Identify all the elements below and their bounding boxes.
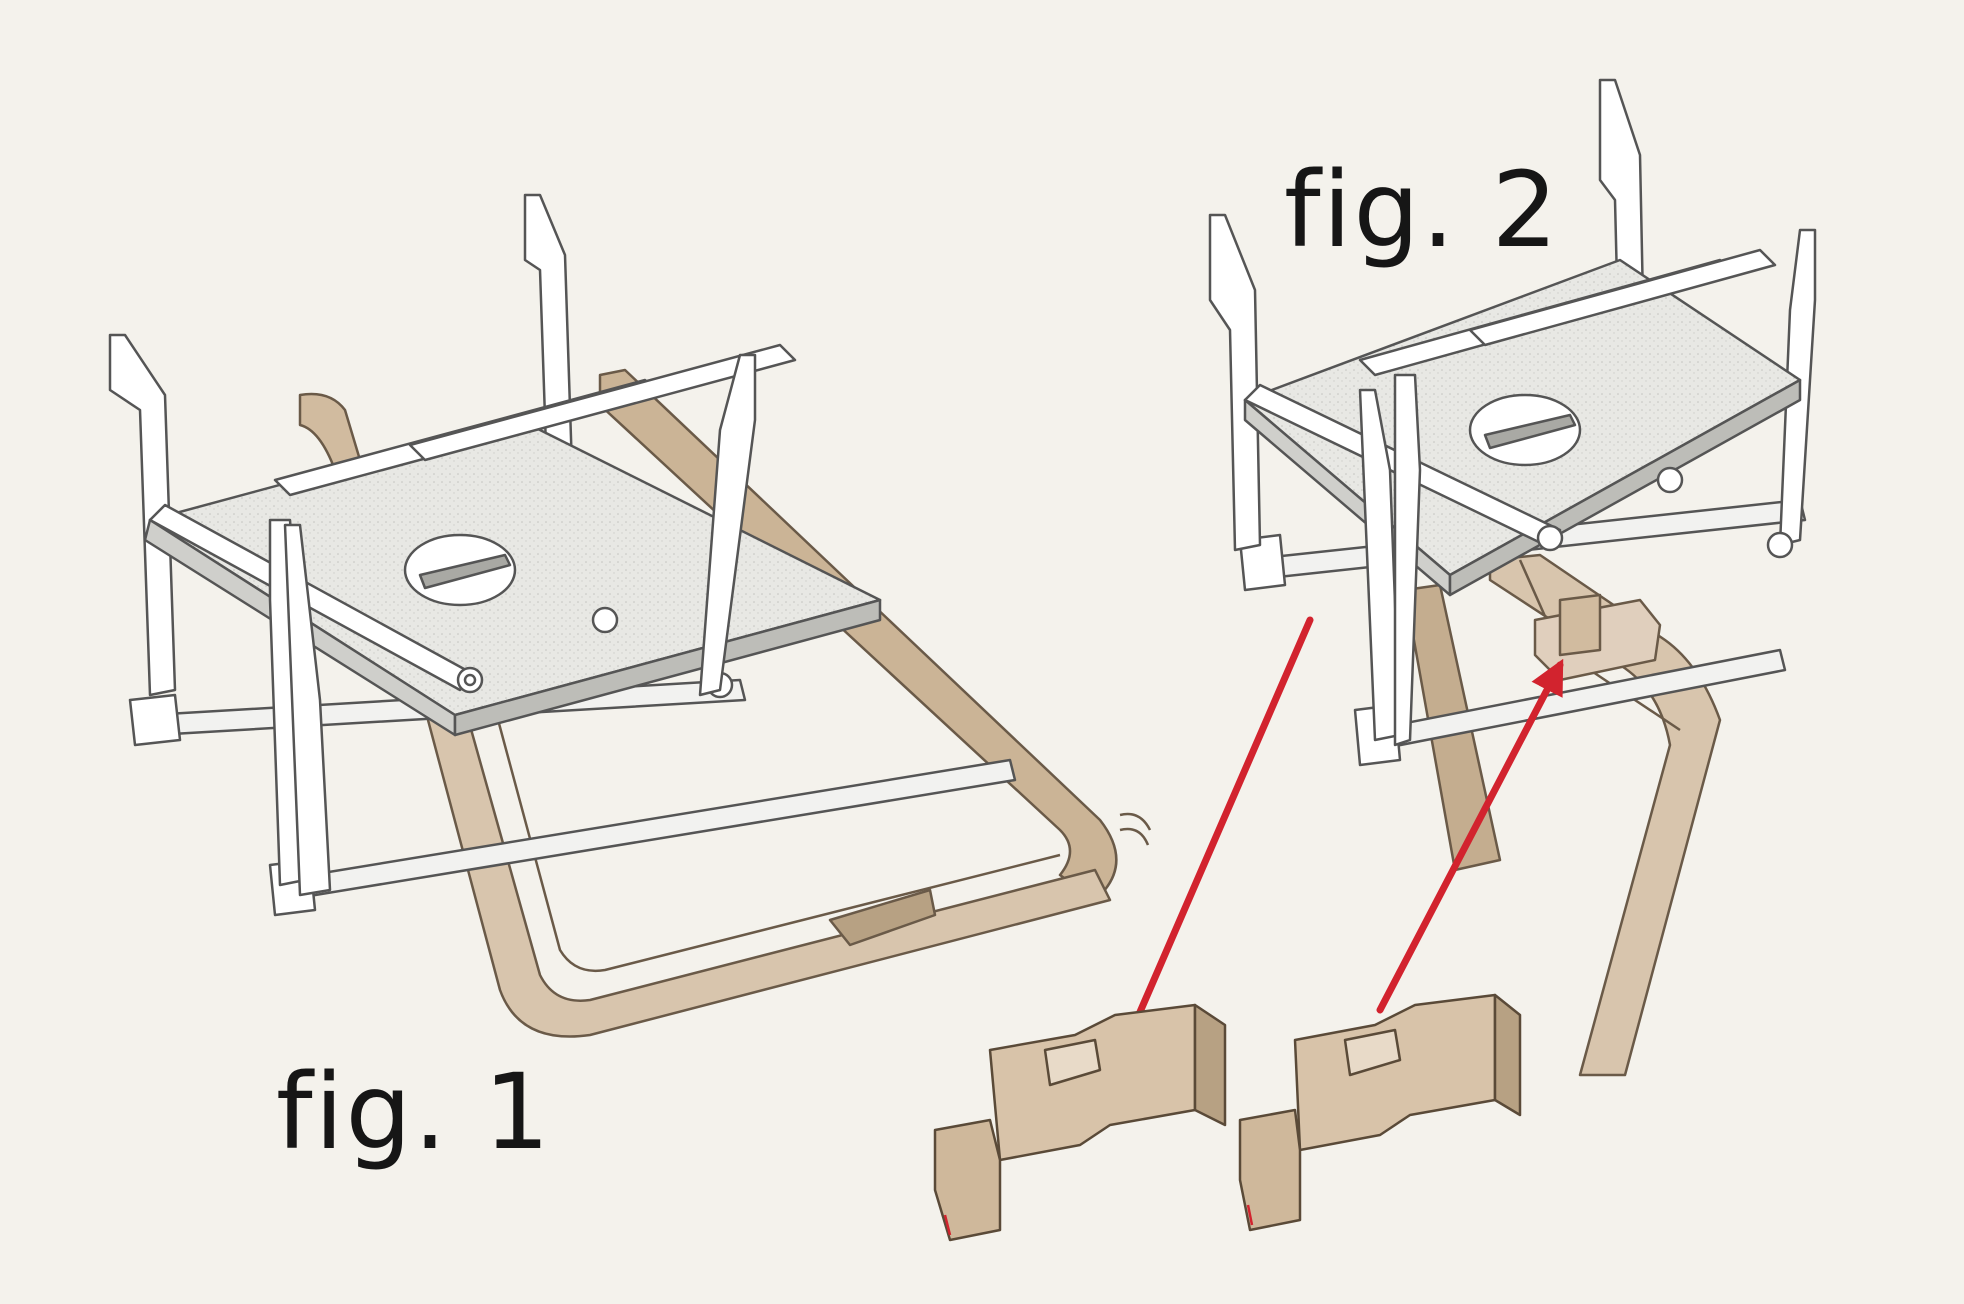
figure-2-label: fig. 2 [1284,149,1560,271]
figure-1-label: fig. 1 [276,1051,552,1173]
connector-block-right [1238,993,1522,1232]
fig2-wood-runner [1403,553,1722,1077]
connector-block-left [933,1003,1227,1242]
fig2-frame [1208,78,1817,767]
fig2-assembly [933,78,1817,1242]
arrow-left-connector [1126,616,1314,1039]
arrow-right-connector [1376,658,1564,1014]
fig1-assembly [108,193,1152,1038]
fig1-frame [108,193,1017,917]
fig2-assembly-arrows [1126,616,1564,1039]
